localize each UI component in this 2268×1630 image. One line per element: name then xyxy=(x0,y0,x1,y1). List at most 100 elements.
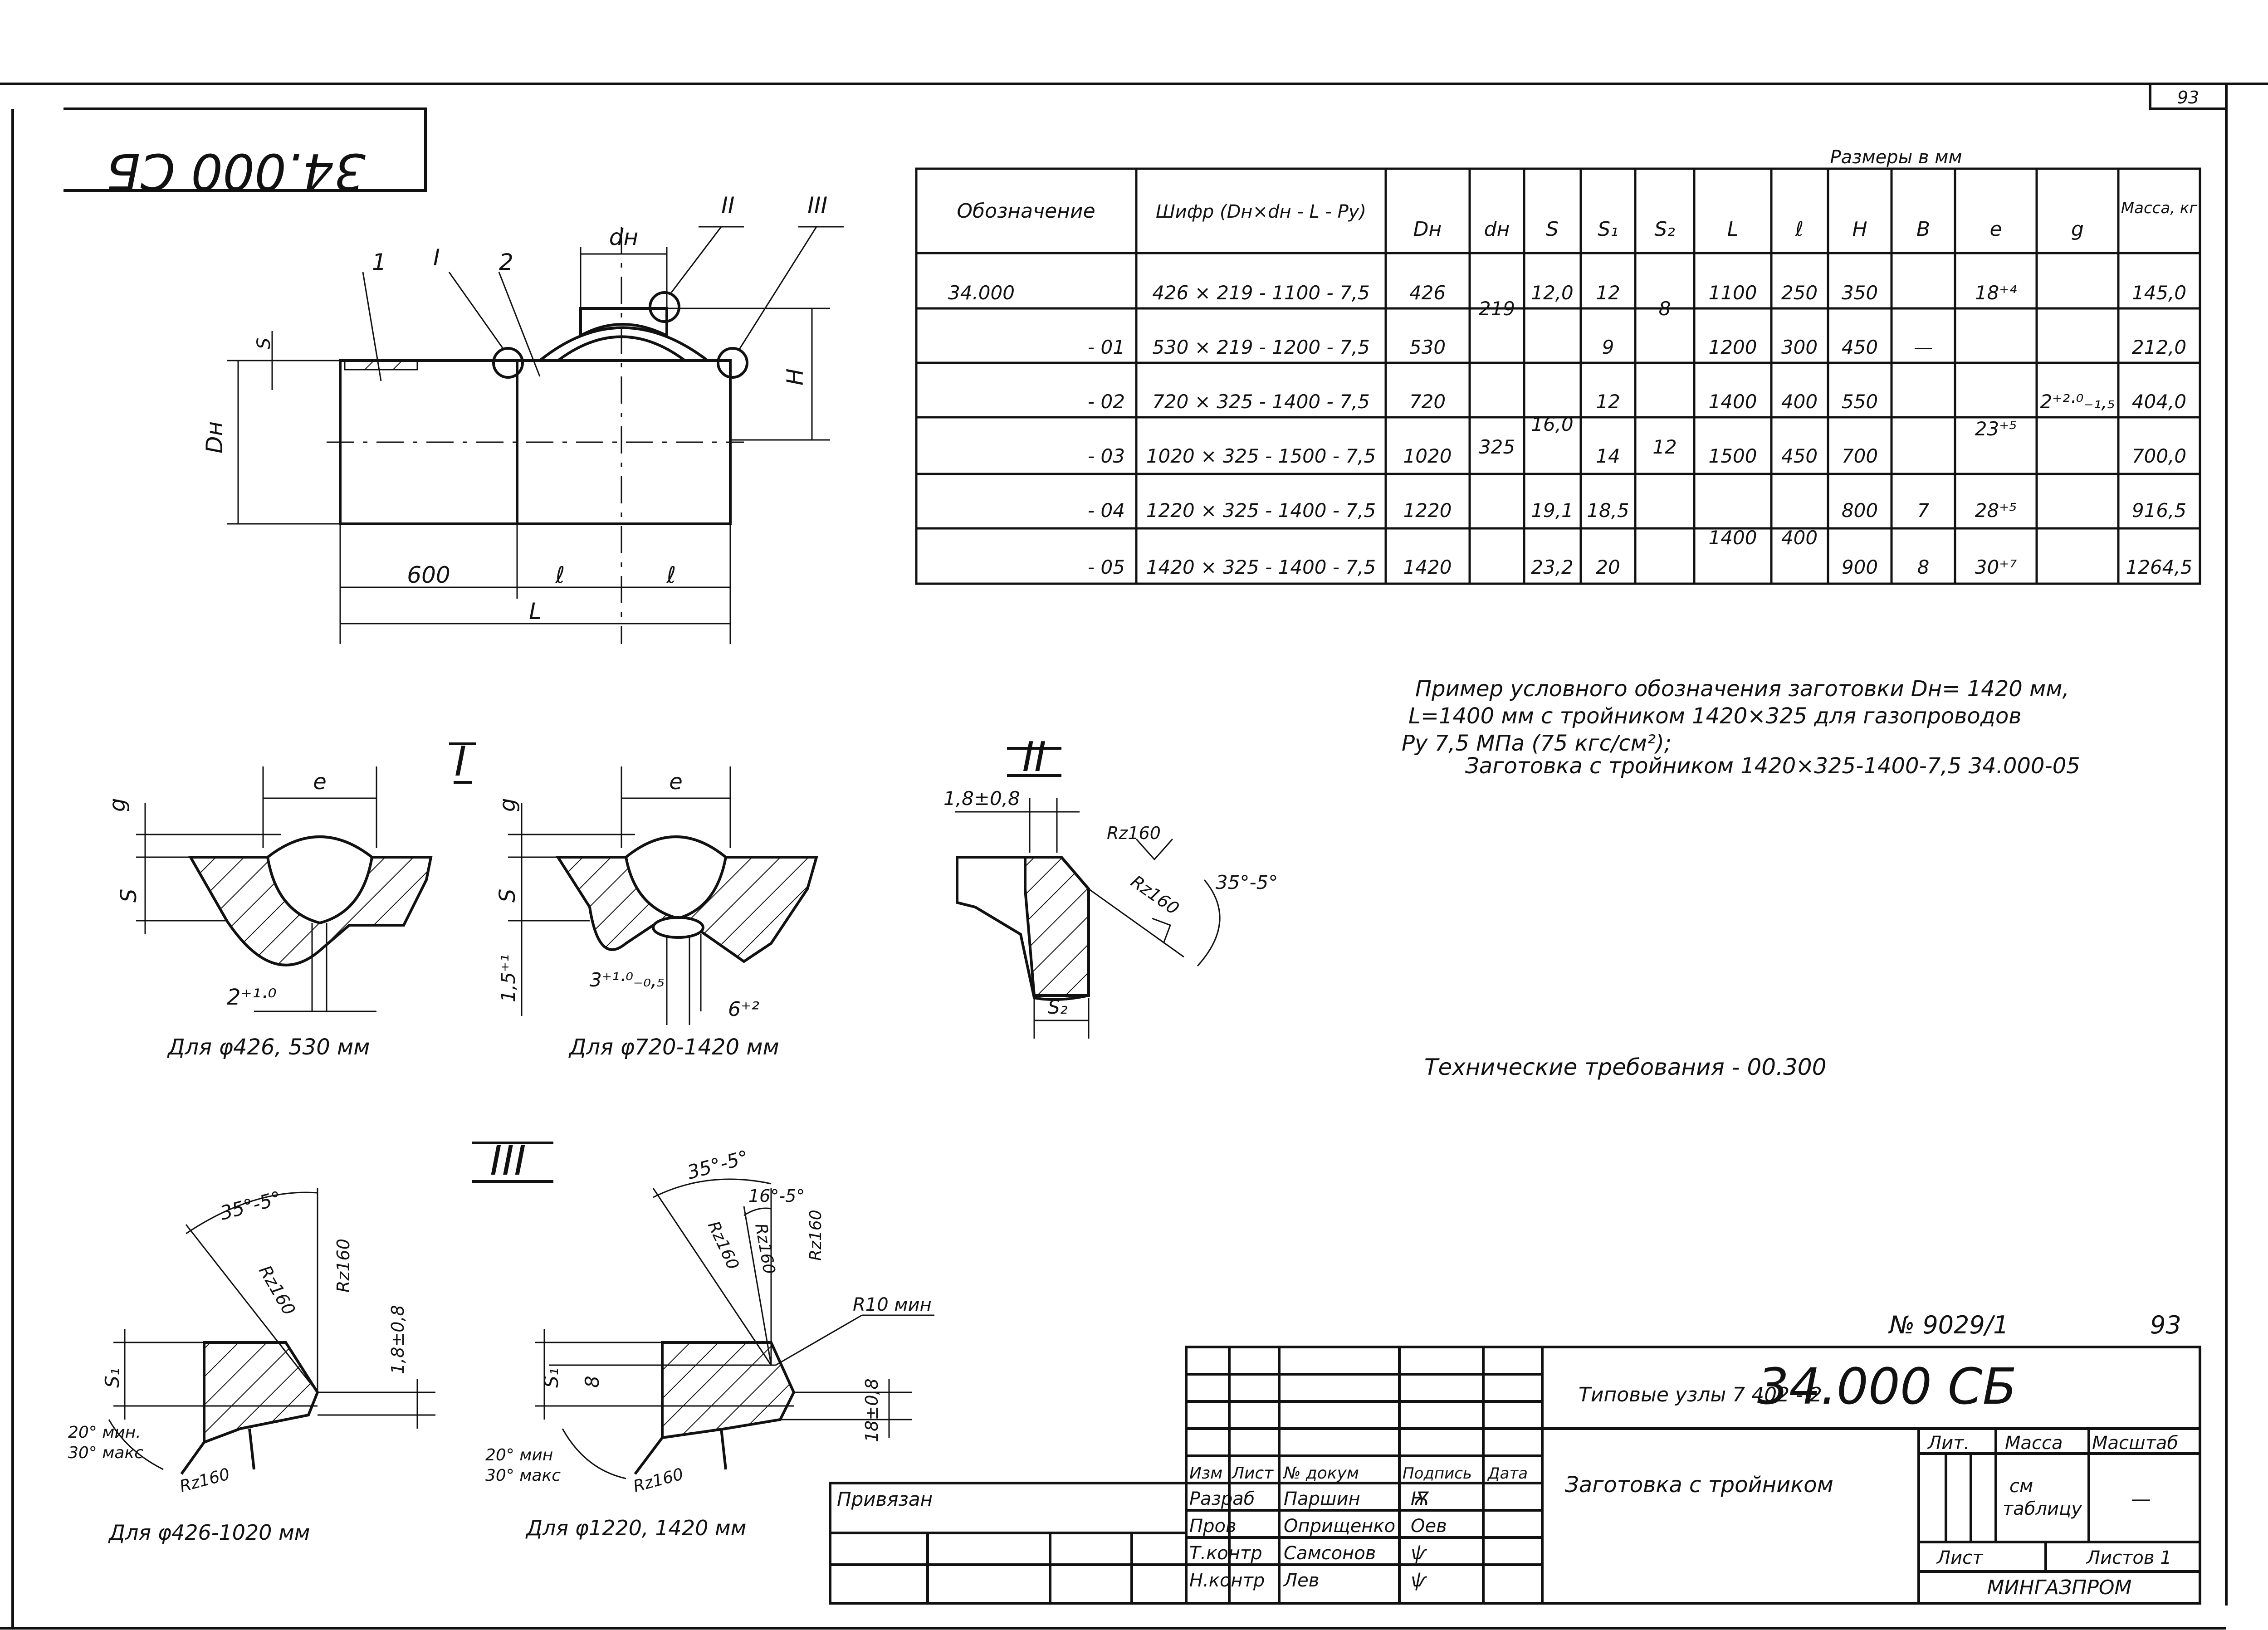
table-cell: 720 xyxy=(1409,390,1446,413)
tb-designation: 34.000 СБ xyxy=(1757,1357,2017,1415)
table-cell: 900 xyxy=(1842,556,1878,578)
detail-I xyxy=(136,742,818,1025)
dI-right-caption: Для φ720-1420 мм xyxy=(568,1035,779,1060)
table-cell: 219 xyxy=(1479,298,1515,320)
table-cell: 1100 xyxy=(1709,282,1757,304)
th-dn: Dн xyxy=(1413,218,1442,241)
table-cell: 8 xyxy=(1659,298,1671,320)
table-cell: 12 xyxy=(1596,390,1620,413)
tb-name: Заготовка с тройником xyxy=(1565,1472,1833,1498)
tb-signature: Ѭ xyxy=(1411,1488,1429,1509)
detail-I-labels: I e g S 2⁺¹·⁰ Для φ426, 530 мм e g S 1,5… xyxy=(105,738,779,1060)
tb-org: МИНГАЗПРОМ xyxy=(1987,1576,2132,1599)
table-cell: 34.000 xyxy=(948,282,1015,304)
dIII-right-rz3: Rz160 xyxy=(807,1210,825,1261)
th-l: ℓ xyxy=(1795,218,1804,241)
label-s: S xyxy=(254,338,274,349)
drawing-sheet-num: 93 xyxy=(2150,1311,2181,1339)
dI-right-e: e xyxy=(669,769,683,795)
table-cell: 12,0 xyxy=(1531,282,1574,304)
detail-II xyxy=(955,747,1221,1039)
th-massa: Масса, кг xyxy=(2121,199,2198,217)
table-body: 34.000 426 × 219 - 1100 - 7,5 426 219 12,0 12… xyxy=(948,282,2192,578)
dIII-right-caption: Для φ1220, 1420 мм xyxy=(525,1516,746,1540)
dIII-right-s1: S₁ xyxy=(540,1368,562,1388)
label-600: 600 xyxy=(407,562,450,588)
table-cell: - 04 xyxy=(1088,499,1125,522)
table-cell: 1420 × 325 - 1400 - 7,5 xyxy=(1146,556,1376,578)
label-l1: ℓ xyxy=(555,562,565,588)
table-cell: 28⁺⁵ xyxy=(1975,499,2017,522)
table-cell: 404,0 xyxy=(2132,390,2186,413)
detail-III xyxy=(108,1142,934,1479)
tb-person: Паршин xyxy=(1284,1488,1360,1509)
table-cell: 12 xyxy=(1652,436,1677,458)
th-H: H xyxy=(1852,218,1867,241)
table-cell: 23,2 xyxy=(1531,556,1574,578)
label-L: L xyxy=(529,598,542,625)
table-cell: 700 xyxy=(1842,445,1878,467)
dI-left-caption: Для φ426, 530 мм xyxy=(167,1035,370,1060)
tb-role: Пров xyxy=(1189,1516,1237,1537)
tb-privyazan: Привязан xyxy=(837,1488,933,1510)
tb-col-dokum: № докум xyxy=(1283,1464,1359,1483)
label-part2: 2 xyxy=(499,249,513,275)
label-part1: 1 xyxy=(372,249,386,275)
title-block-text: Типовые узлы 7 402 - 2 34.000 СБ Заготов… xyxy=(837,1357,2178,1599)
label-dn: dн xyxy=(609,224,638,250)
th-B: B xyxy=(1916,218,1930,241)
table-cell: 1420 xyxy=(1403,556,1452,578)
table-cell: 350 xyxy=(1842,282,1878,304)
dII-angle: 35°-5° xyxy=(1216,871,1278,893)
note-line2: L=1400 мм с тройником 1420×325 для газоп… xyxy=(1408,703,2022,729)
dI-left-e: e xyxy=(313,769,327,795)
sheet-border xyxy=(0,83,2268,1630)
main-view-labels: 1 2 I II III dн S Dн H 600 ℓ ℓ L xyxy=(201,192,827,625)
title-block xyxy=(829,1346,2201,1605)
tb-col-list: Лист xyxy=(1231,1464,1274,1483)
dIII-right-eight: 8 xyxy=(581,1376,603,1388)
table-cell: 400 xyxy=(1781,390,1818,413)
label-l2: ℓ xyxy=(666,562,676,588)
tb-col-izm: Изм xyxy=(1189,1464,1222,1483)
detail-II-title: II xyxy=(1022,733,1046,781)
table-cell: 23⁺⁵ xyxy=(1975,418,2017,440)
spec-table: Размеры в мм Обозначение Шифр (Dн xyxy=(915,147,2201,585)
table-cell: 20 xyxy=(1596,556,1620,578)
table-cell: 530 xyxy=(1409,336,1446,358)
table-cell: 426 × 219 - 1100 - 7,5 xyxy=(1152,282,1370,304)
label-roman2: II xyxy=(721,192,735,219)
branch-pipe xyxy=(579,307,668,338)
table-cell: 19,1 xyxy=(1531,499,1574,522)
code-box: 34.000 СБ xyxy=(64,107,427,200)
tb-series: Типовые узлы 7 402 - 2 xyxy=(1579,1383,1822,1406)
table-cell: - 01 xyxy=(1088,336,1125,358)
dIII-left-angle: 35°-5° xyxy=(218,1187,284,1225)
tb-person: Оприщенко xyxy=(1284,1516,1395,1537)
code-rotated: 34.000 СБ xyxy=(106,142,366,200)
tb-person: Лев xyxy=(1283,1570,1319,1591)
page-number: 93 xyxy=(2177,88,2199,107)
table-cell: 1400 xyxy=(1709,390,1757,413)
tb-col-data: Дата xyxy=(1487,1464,1528,1483)
tb-masshtab-val: — xyxy=(2131,1488,2151,1511)
table-cell: 1220 xyxy=(1403,499,1452,522)
table-headers: Обозначение Шифр (Dн×dн - L - Ру) Dн dн … xyxy=(957,199,2198,241)
dIII-right-dim: 18±0,8 xyxy=(862,1378,882,1442)
table-cell: 426 xyxy=(1409,282,1446,304)
table-cell: 1400 xyxy=(1709,527,1757,549)
table-cell: 8 xyxy=(1917,556,1930,578)
dIII-left-s1: S₁ xyxy=(101,1368,123,1388)
th-shifr: Шифр (Dн×dн - L - Ру) xyxy=(1156,201,1366,222)
tb-col-podpis: Подпись xyxy=(1403,1464,1472,1483)
table-cell: 325 xyxy=(1479,436,1515,458)
dIII-left-dim: 1,8±0,8 xyxy=(388,1305,408,1374)
dI-right-b: 6⁺² xyxy=(728,998,759,1021)
table-cell: 1264,5 xyxy=(2126,556,2193,578)
main-view xyxy=(227,226,844,644)
tb-massa: Масса xyxy=(2005,1433,2063,1454)
table-cell: 18,5 xyxy=(1587,499,1629,522)
tb-role: Т.контр xyxy=(1189,1543,1262,1564)
table-cell: — xyxy=(1914,336,1933,358)
